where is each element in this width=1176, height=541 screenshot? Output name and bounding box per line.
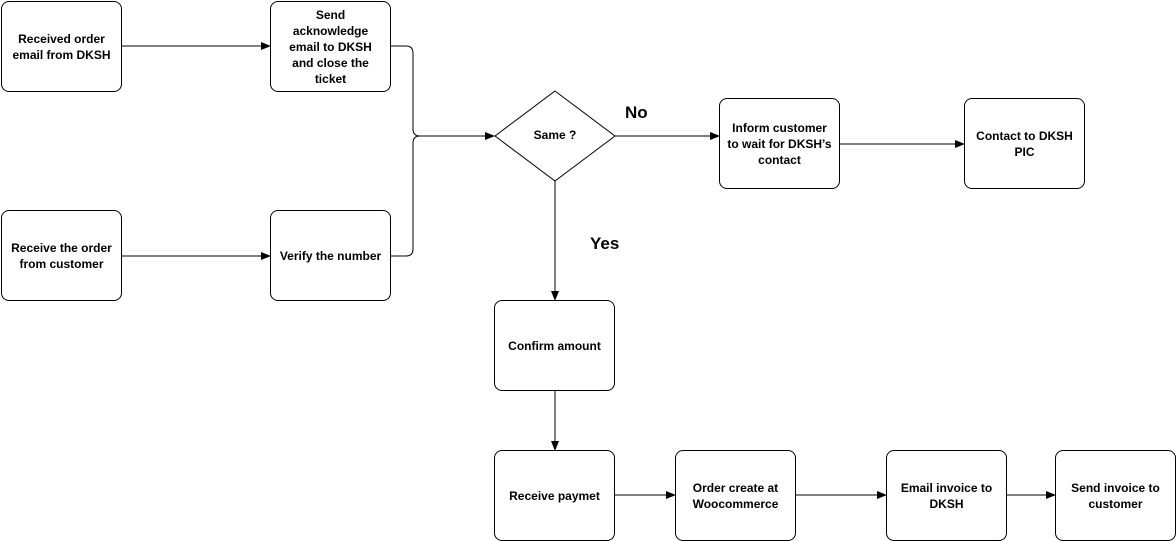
node-inform-customer: Inform customer to wait for DKSH’s conta… [719, 98, 840, 189]
edge-label-no: No [625, 103, 648, 122]
node-receive-order-customer: Receive the order from customer [1, 210, 122, 301]
node-send-acknowledge: Send acknowledge email to DKSH and close… [270, 1, 391, 92]
edge-acknowledge-to-merge [390, 45, 430, 137]
node-confirm-amount: Confirm amount [494, 300, 615, 391]
edge-label-yes: Yes [590, 234, 620, 253]
node-received-order-email: Received order email from DKSH [1, 1, 122, 92]
decision-label: Same ? [533, 128, 577, 142]
node-verify-number: Verify the number [270, 210, 391, 301]
node-contact-dksh-pic: Contact to DKSH PIC [964, 98, 1085, 189]
node-receive-payment: Receive paymet [494, 450, 615, 541]
node-email-invoice: Email invoice to DKSH [886, 450, 1007, 541]
node-send-invoice: Send invoice to customer [1055, 450, 1176, 541]
node-order-create: Order create at Woocommerce [675, 450, 796, 541]
edge-verify-to-merge [390, 135, 430, 257]
